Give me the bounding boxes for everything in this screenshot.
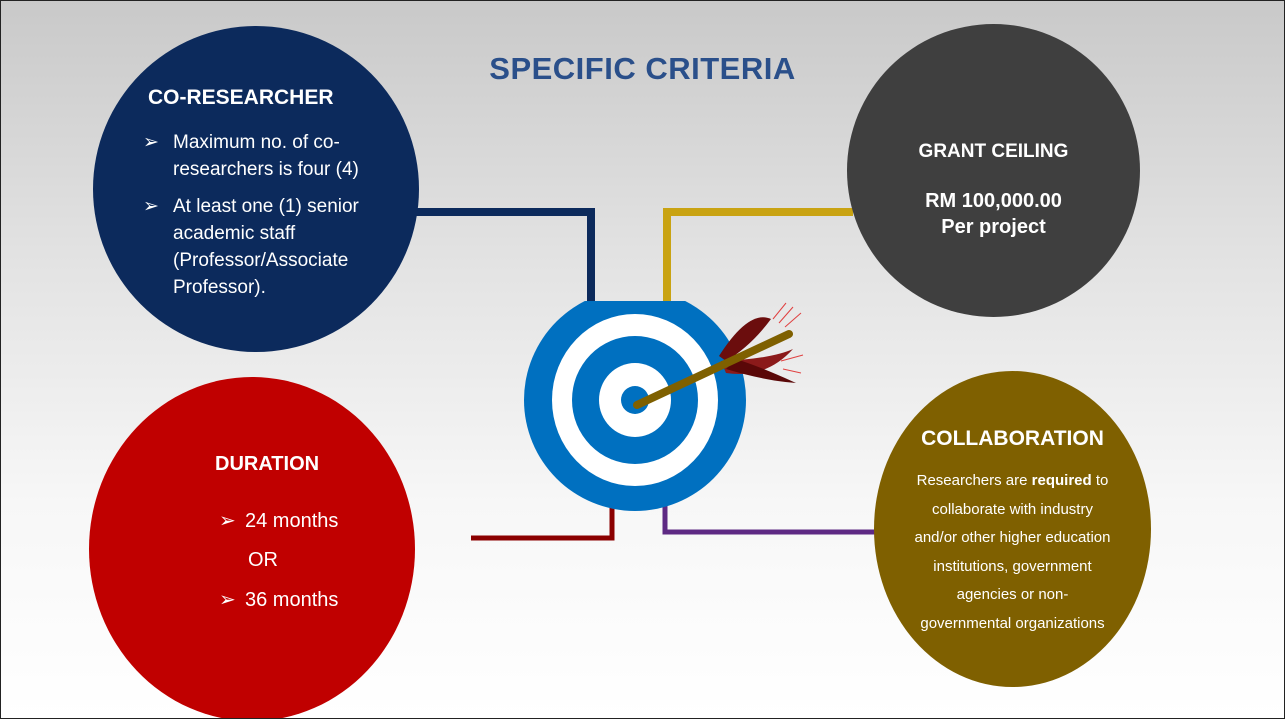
collaboration-circle: COLLABORATION Researchers are required t… [874,371,1151,687]
connector-duration [471,496,615,541]
connector-grant-ceiling [663,208,853,316]
duration-option-1: ➢ 24 months [219,508,338,535]
page-title: SPECIFIC CRITERIA [489,51,796,86]
duration-heading: DURATION [215,453,320,475]
collaboration-text-start: Researchers are [916,472,1032,489]
co-researcher-bullet-2: ➢ At least one (1) senior academic staff… [143,193,403,301]
connector-co-researcher [396,208,595,321]
duration-option-2: ➢ 36 months [219,587,338,614]
collaboration-text-rest: to collaborate with industry and/or othe… [914,472,1111,632]
grant-ceiling-heading: GRANT CEILING [918,141,1069,162]
co-researcher-circle: CO-RESEARCHER ➢ Maximum no. of co-resear… [93,26,419,352]
arrow-bullet-icon: ➢ [219,510,236,532]
arrow-fletching [719,302,804,383]
co-researcher-heading: CO-RESEARCHER [148,86,334,109]
arrow-shaft [633,330,793,409]
arrow-bullet-icon: ➢ [143,196,159,217]
co-researcher-bullet-1: ➢ Maximum no. of co-researchers is four … [143,129,403,183]
duration-option-text: 24 months [245,510,339,532]
duration-circle: DURATION ➢ 24 months OR ➢ 36 months [89,377,415,718]
collaboration-text: Researchers are required to collaborate … [914,467,1111,638]
target-arrow-icon [524,301,804,511]
bullet-text: Maximum no. of co-researchers is four (4… [173,132,359,180]
collaboration-heading: COLLABORATION [921,427,1104,450]
grant-unit: Per project [941,216,1046,238]
bullet-text: At least one (1) senior academic staff (… [173,196,359,298]
collaboration-text-emphasis: required [1031,472,1092,489]
duration-option-text: 36 months [245,589,339,611]
arrow-bullet-icon: ➢ [143,132,159,153]
duration-or: OR [248,549,278,571]
connector-collaboration [662,496,881,535]
grant-ceiling-circle: GRANT CEILING RM 100,000.00 Per project [847,24,1140,317]
arrow-bullet-icon: ➢ [219,589,236,611]
grant-amount: RM 100,000.00 [925,190,1062,212]
